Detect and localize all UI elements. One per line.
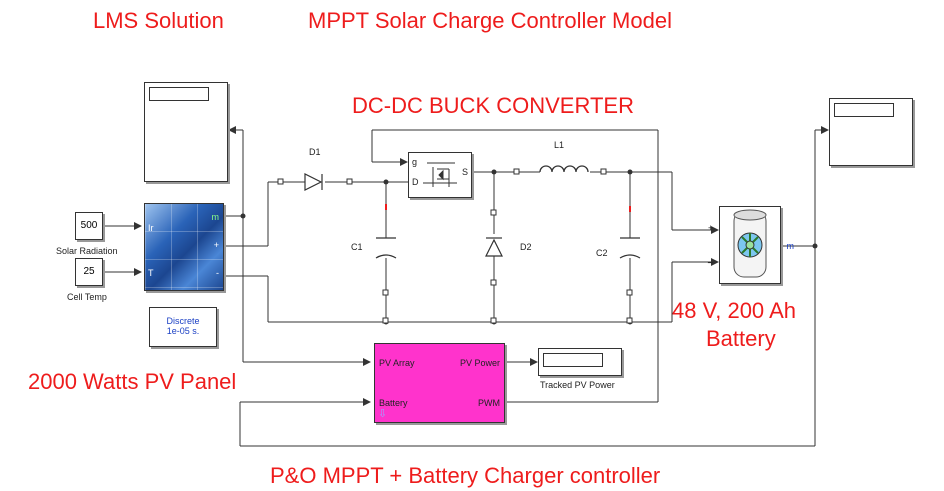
powergui-block[interactable]: Discrete 1e-05 s. xyxy=(149,307,217,347)
solar-radiation-label: Solar Radiation xyxy=(56,246,118,256)
battery-port-plus: + xyxy=(708,223,714,233)
battery-port-minus: _ xyxy=(708,253,714,263)
converter-title: DC-DC BUCK CONVERTER xyxy=(352,93,634,118)
powergui-line2: 1e-05 s. xyxy=(166,326,200,336)
tracked-pv-power-label: Tracked PV Power xyxy=(540,380,615,390)
capacitor-c1-label: C1 xyxy=(351,242,363,252)
mosfet-port-d: D xyxy=(412,177,419,187)
controller-title: P&O MPPT + Battery Charger controller xyxy=(270,463,661,488)
pv-port-t: T xyxy=(148,268,154,278)
diode-d2-label: D2 xyxy=(520,242,532,252)
cell-temp-constant[interactable]: 25 xyxy=(75,258,103,286)
mosfet-port-s: S xyxy=(461,167,468,177)
capacitor-c2-label: C2 xyxy=(596,248,608,258)
controller-port-battery: Battery xyxy=(379,398,408,408)
pv-panel-title: 2000 Watts PV Panel xyxy=(28,369,237,394)
battery-port-m: m xyxy=(786,241,795,251)
battery-block[interactable]: + _ m xyxy=(708,206,794,284)
inductor-l1-label: L1 xyxy=(554,140,565,150)
pv-port-m: m xyxy=(211,212,220,222)
battery-title-line1: 48 V, 200 Ah xyxy=(672,298,796,323)
battery-title-line2: Battery xyxy=(706,326,776,351)
controller-port-pwm: PWM xyxy=(478,398,500,408)
mosfet-icon xyxy=(423,162,457,187)
diode-d1-label: D1 xyxy=(309,147,321,157)
powergui-line1: Discrete xyxy=(166,316,200,326)
solar-radiation-constant[interactable]: 500 xyxy=(75,212,103,240)
pv-panel-grid xyxy=(145,204,223,290)
mosfet-port-g: g xyxy=(412,157,418,167)
pv-port-ir: Ir xyxy=(148,223,154,233)
pv-port-minus: - xyxy=(216,268,219,278)
pv-scope-display xyxy=(149,87,209,101)
tracked-pv-power-screen xyxy=(543,353,603,367)
mppt-controller-block[interactable]: PV Array Battery PV Power PWM ⇩ xyxy=(374,343,505,423)
company-title: LMS Solution xyxy=(93,8,224,33)
controller-port-pv-array: PV Array xyxy=(379,358,415,368)
mosfet-block[interactable]: g D S xyxy=(408,152,472,198)
battery-scope[interactable] xyxy=(829,98,913,166)
pv-scope[interactable] xyxy=(144,82,228,182)
pv-port-plus: + xyxy=(213,240,219,250)
subsystem-arrow-icon: ⇩ xyxy=(378,408,388,420)
battery-icon xyxy=(733,209,767,278)
cell-temp-label: Cell Temp xyxy=(67,292,107,302)
controller-port-pv-power: PV Power xyxy=(459,358,500,368)
model-title: MPPT Solar Charge Controller Model xyxy=(308,8,672,33)
tracked-pv-power-display[interactable] xyxy=(538,348,622,376)
pv-panel-block[interactable]: Ir T m + - xyxy=(144,203,224,291)
battery-scope-display xyxy=(834,103,894,117)
